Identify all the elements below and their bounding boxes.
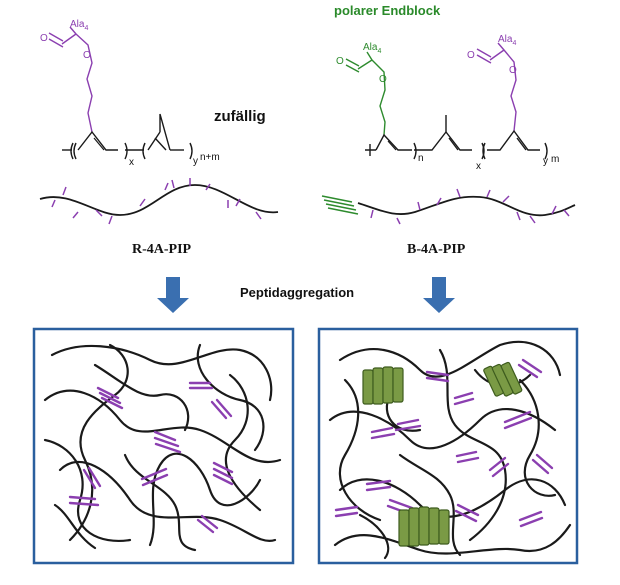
oxygen-ester-left: O — [83, 50, 91, 61]
subscript-m-right: m — [551, 154, 559, 165]
r-structure — [48, 26, 93, 133]
b-green-chain — [345, 51, 386, 136]
r-peptide-aggregates — [68, 381, 234, 534]
b-purple-chain — [476, 42, 517, 132]
subscript-y-right: y — [543, 156, 548, 167]
r-network-chains — [43, 343, 282, 552]
b-peptide-aggregates — [334, 358, 554, 528]
b-wavy-chain — [321, 188, 576, 225]
oxygen-carbonyl-right: O — [467, 50, 475, 61]
subscript-x-right: x — [476, 161, 481, 172]
random-label: zufällig — [214, 108, 266, 125]
oxygen-ester-green: O — [379, 74, 387, 85]
b-polar-endblock-bundles — [362, 361, 523, 547]
peptide-aggregation-label: Peptidaggregation — [240, 285, 354, 300]
r-backbone — [62, 113, 193, 160]
r-polymer-name: R-4A-PIP — [132, 242, 192, 257]
b-backbone — [365, 115, 548, 160]
arrow-right — [423, 277, 455, 313]
ala4-left: Ala4 — [70, 19, 88, 32]
polar-endblock-label: polarer Endblock — [334, 3, 441, 18]
oxygen-ester-right: O — [509, 65, 517, 76]
subscript-nm-left: n+m — [200, 152, 220, 163]
subscript-y-left: y — [193, 156, 198, 167]
ala4-green: Ala4 — [363, 42, 381, 55]
b-polymer-name: B-4A-PIP — [407, 242, 466, 257]
subscript-x-left: x — [129, 157, 134, 168]
oxygen-carbonyl-green: O — [336, 56, 344, 67]
ala4-purple-right: Ala4 — [498, 34, 516, 47]
r-wavy-chain — [39, 178, 279, 225]
subscript-n-right: n — [418, 153, 424, 164]
oxygen-carbonyl-left: O — [40, 33, 48, 44]
arrow-left — [157, 277, 189, 313]
